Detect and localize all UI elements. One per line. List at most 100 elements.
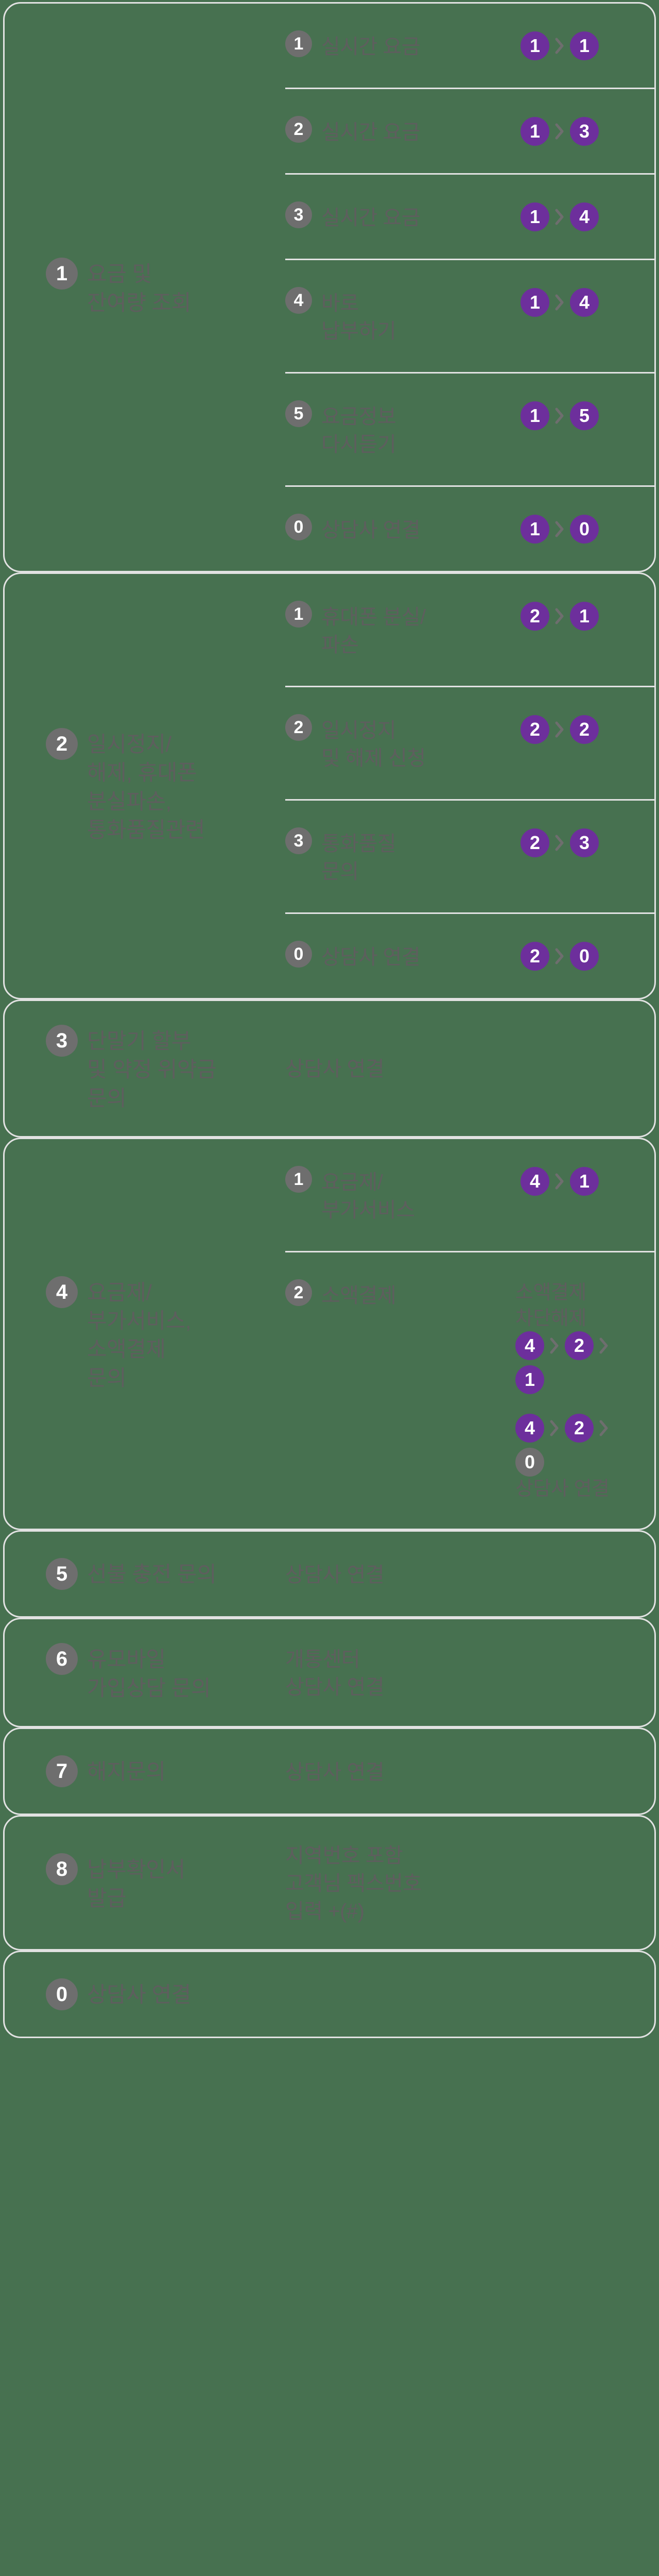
menu-parent-label: 요금제/ 부가서비스, 소액결제 문의 (87, 1280, 191, 1390)
keypad-digit[interactable]: 2 (521, 715, 549, 744)
submenu-key-badge: 3 (285, 201, 312, 228)
keypad-digit[interactable]: 3 (570, 117, 599, 146)
submenu-key-badge: 1 (285, 30, 312, 57)
menu-parent-label: 유모바일 가입상담 문의 (87, 1647, 211, 1700)
menu-result-note: 상담사 연결 (285, 1760, 385, 1784)
chevron-right-icon (554, 834, 565, 852)
keypad-digit[interactable]: 1 (521, 31, 549, 60)
keypad-digit[interactable]: 3 (570, 828, 599, 857)
chevron-right-icon (599, 1337, 609, 1354)
keypad-digit[interactable]: 2 (521, 942, 549, 971)
keypad-digit[interactable]: 1 (515, 1365, 544, 1395)
keypad-digit[interactable]: 0 (570, 942, 599, 971)
keypad-digit[interactable]: 4 (515, 1414, 544, 1443)
keypad-digit[interactable]: 1 (521, 401, 549, 430)
menu-key-badge: 5 (46, 1558, 78, 1590)
keypad-digit[interactable]: 4 (521, 1167, 549, 1196)
keypad-digit[interactable]: 4 (515, 1331, 544, 1361)
keypad-digit[interactable]: 1 (570, 1167, 599, 1196)
menu-parent-label: 해지문의 (87, 1759, 166, 1784)
submenu-key-badge: 1 (285, 1166, 312, 1193)
submenu-label: 상담사 연결 (321, 519, 421, 541)
menu-key-badge: 7 (46, 1755, 78, 1788)
submenu-key-badge: 0 (285, 514, 312, 540)
keypad-digit[interactable]: 1 (521, 288, 549, 317)
submenu-label: 상담사 연결 (321, 946, 421, 969)
submenu-label: 실시간 요금 (321, 121, 421, 144)
chevron-right-icon (554, 407, 565, 425)
chevron-right-icon (554, 1173, 565, 1190)
keypad-digit[interactable]: 1 (521, 515, 549, 544)
menu-card-7[interactable]: 7 해지문의 상담사 연결 (3, 1727, 656, 1816)
keypad-digit[interactable]: 5 (570, 401, 599, 430)
keypad-digit[interactable]: 2 (521, 828, 549, 857)
submenu-key-badge: 2 (285, 1279, 312, 1307)
submenu-key-badge: 3 (285, 827, 312, 854)
keypad-digit[interactable]: 4 (570, 202, 599, 231)
keypad-digit[interactable]: 1 (570, 602, 599, 631)
keypad-digit[interactable]: 2 (565, 1414, 594, 1443)
keypath-note: 상담사 연결 (515, 1478, 610, 1500)
submenu-label: 실시간 요금 (321, 36, 421, 58)
keypad-digit[interactable]: 2 (521, 602, 549, 631)
keypad-digit[interactable]: 2 (565, 1331, 594, 1361)
menu-result-note: 지역번호 포함 고객님 팩스번호 입력 +(#) (285, 1844, 422, 1923)
chevron-right-icon (554, 721, 565, 738)
submenu-label: 통화품질 문의 (321, 833, 396, 883)
chevron-right-icon (554, 520, 565, 538)
menu-key-badge: 1 (46, 258, 78, 290)
keypad-digit[interactable]: 0 (570, 515, 599, 544)
menu-key-badge: 0 (46, 1978, 78, 2011)
keypad-digit[interactable]: 1 (521, 117, 549, 146)
keypad-digit[interactable]: 1 (521, 202, 549, 231)
keypad-digit[interactable]: 4 (570, 288, 599, 317)
keypad-digit[interactable]: 0 (515, 1448, 544, 1477)
menu-result-note (285, 1993, 654, 1995)
keypad-digit[interactable]: 1 (570, 31, 599, 60)
keypad-digit[interactable]: 2 (570, 715, 599, 744)
